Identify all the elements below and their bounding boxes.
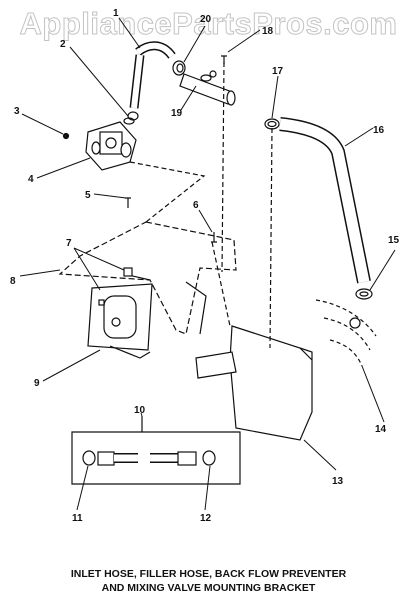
callout-11: 11: [72, 513, 83, 524]
callout-4: 4: [28, 174, 34, 185]
callout-10: 10: [134, 405, 146, 416]
callout-17: 17: [272, 66, 284, 77]
callout-labels: 1 2 3 4 5 6 7 8 9 10 11 12 13 14 15 16 1…: [10, 8, 400, 524]
assembly-leader-lines: [129, 61, 273, 349]
inlet-guide-part-13[interactable]: [195, 325, 313, 441]
filler-hose-part-16[interactable]: [279, 117, 371, 284]
callout-20: 20: [200, 14, 212, 25]
callout-18: 18: [262, 26, 274, 37]
inlet-hose-part-1[interactable]: [127, 41, 176, 121]
callout-16: 16: [373, 125, 385, 136]
mixing-valve-part-4[interactable]: [85, 121, 137, 171]
callout-5: 5: [85, 190, 91, 201]
callout-1: 1: [113, 8, 119, 19]
callout-8: 8: [10, 276, 16, 287]
clamp-part-20[interactable]: [172, 60, 186, 76]
callout-7: 7: [66, 238, 72, 249]
clip-part-7[interactable]: [98, 267, 133, 306]
back-flow-preventer-part-19[interactable]: [179, 70, 236, 106]
callout-6: 6: [193, 200, 199, 211]
screw-part-5[interactable]: [125, 197, 131, 208]
callout-2: 2: [60, 39, 66, 50]
screw-part-6[interactable]: [211, 232, 217, 243]
callout-12: 12: [200, 513, 212, 524]
screw-part-3[interactable]: [62, 132, 70, 140]
clamp-part-2[interactable]: [123, 117, 135, 125]
tub-section-part-14: [315, 299, 377, 367]
clamp-part-15[interactable]: [349, 288, 373, 329]
clamp-part-17[interactable]: [264, 118, 280, 130]
callout-13: 13: [332, 476, 344, 487]
inlet-hose-part-10[interactable]: [71, 416, 241, 485]
callout-15: 15: [388, 235, 400, 246]
bracket-plate-part-9[interactable]: [87, 283, 153, 359]
callout-19: 19: [171, 108, 183, 119]
callout-3: 3: [14, 106, 20, 117]
diagram-caption-line-2: AND MIXING VALVE MOUNTING BRACKET: [101, 582, 316, 594]
diagram-caption-line-1: INLET HOSE, FILLER HOSE, BACK FLOW PREVE…: [70, 568, 347, 580]
callout-leaders: [19, 17, 396, 511]
callout-9: 9: [34, 378, 40, 389]
watermark: AppliancePartsPros.com: [19, 6, 398, 42]
callout-14: 14: [375, 424, 387, 435]
